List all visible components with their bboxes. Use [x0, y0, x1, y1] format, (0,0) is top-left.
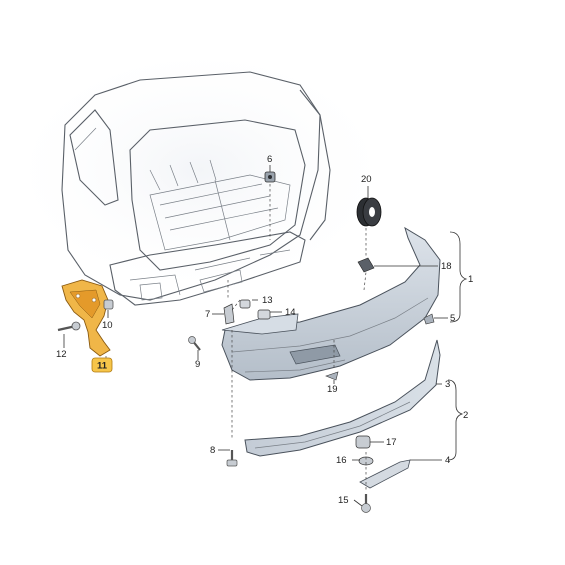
car-body-rear	[61, 71, 331, 306]
clip-part-17	[355, 435, 371, 449]
label-part-2: 2	[463, 410, 468, 421]
screw-part-8	[226, 450, 238, 467]
clip-part-18	[357, 257, 375, 273]
label-part-9: 9	[195, 359, 200, 370]
label-part-7: 7	[205, 309, 210, 320]
guide-bracket-part-4	[359, 459, 411, 489]
clip-part-19	[325, 371, 339, 381]
label-part-1: 1	[468, 274, 473, 285]
label-part-15: 15	[338, 495, 349, 506]
label-part-14: 14	[285, 307, 296, 318]
label-part-12: 12	[56, 349, 67, 360]
label-part-20: 20	[361, 174, 372, 185]
leader-lines	[63, 165, 448, 507]
bracket-part-11	[61, 279, 111, 357]
screw-part-9	[188, 336, 201, 351]
rear-bumper-cover	[221, 226, 441, 381]
label-part-6: 6	[267, 154, 272, 165]
part-labels: 1 2 3 4 5 6 7 8 9 10 12 13 14 15 16 17 1…	[56, 154, 473, 506]
label-part-16: 16	[336, 455, 347, 466]
clip-part-7	[223, 303, 235, 325]
nut-part-14	[257, 309, 271, 320]
nut-part-6	[264, 171, 276, 183]
clip-part-10	[103, 299, 114, 310]
label-part-19: 19	[327, 384, 338, 395]
screw-part-15	[361, 494, 371, 513]
label-part-11: 11	[97, 361, 108, 372]
label-part-18: 18	[441, 261, 452, 272]
background-shading	[30, 60, 370, 280]
label-part-13: 13	[262, 295, 273, 306]
tape-roll-part-20	[356, 197, 382, 227]
highlight-badge-11: 11	[91, 357, 113, 373]
group-brace-1	[449, 231, 468, 323]
label-part-10: 10	[102, 320, 113, 331]
label-part-3: 3	[445, 379, 450, 390]
label-part-5: 5	[450, 313, 455, 324]
screw-part-12	[57, 321, 81, 332]
label-part-17: 17	[386, 437, 397, 448]
lower-diffuser	[244, 339, 441, 457]
clip-part-5	[423, 313, 435, 325]
label-part-8: 8	[210, 445, 215, 456]
nut-part-13	[239, 299, 251, 309]
label-part-4: 4	[445, 455, 450, 466]
group-brace-2	[447, 379, 464, 461]
